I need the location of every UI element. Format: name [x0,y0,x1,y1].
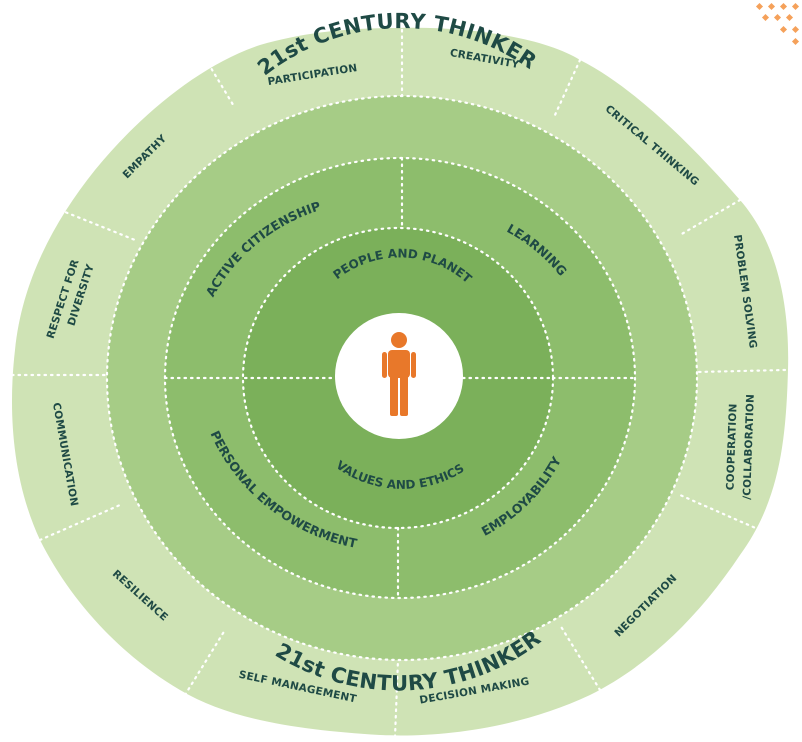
dotted-outlines [10,28,787,739]
person-icon [382,332,416,416]
dot-pattern-icon [755,2,800,46]
skill-collaboration: /COLLABORATION [741,394,757,500]
skill-cooperation: COOPERATION [724,403,739,490]
